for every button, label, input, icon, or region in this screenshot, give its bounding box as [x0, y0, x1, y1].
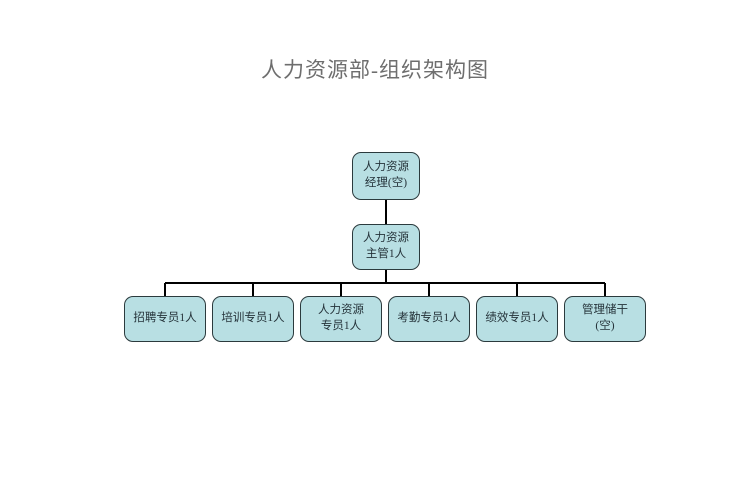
node-hr-supervisor-label: 人力资源 主管1人: [363, 232, 409, 260]
node-hr-specialist-label: 人力资源 专员1人: [318, 304, 364, 332]
node-hr-manager-label: 人力资源 经理(空): [363, 161, 409, 189]
node-performance-specialist-label: 绩效专员1人: [485, 312, 549, 325]
node-training-specialist[interactable]: 培训专员1人: [212, 296, 294, 342]
node-hr-specialist[interactable]: 人力资源 专员1人: [300, 296, 382, 342]
node-attendance-specialist-label: 考勤专员1人: [397, 312, 461, 325]
node-hr-manager[interactable]: 人力资源 经理(空): [352, 152, 420, 200]
node-hr-supervisor[interactable]: 人力资源 主管1人: [352, 224, 420, 270]
node-attendance-specialist[interactable]: 考勤专员1人: [388, 296, 470, 342]
node-recruitment-specialist[interactable]: 招聘专员1人: [124, 296, 206, 342]
node-performance-specialist[interactable]: 绩效专员1人: [476, 296, 558, 342]
node-management-trainee-label: 管理储干 (空): [582, 304, 628, 332]
node-recruitment-specialist-label: 招聘专员1人: [133, 312, 197, 325]
node-management-trainee[interactable]: 管理储干 (空): [564, 296, 646, 342]
page-title: 人力资源部-组织架构图: [261, 58, 489, 82]
node-training-specialist-label: 培训专员1人: [221, 312, 285, 325]
